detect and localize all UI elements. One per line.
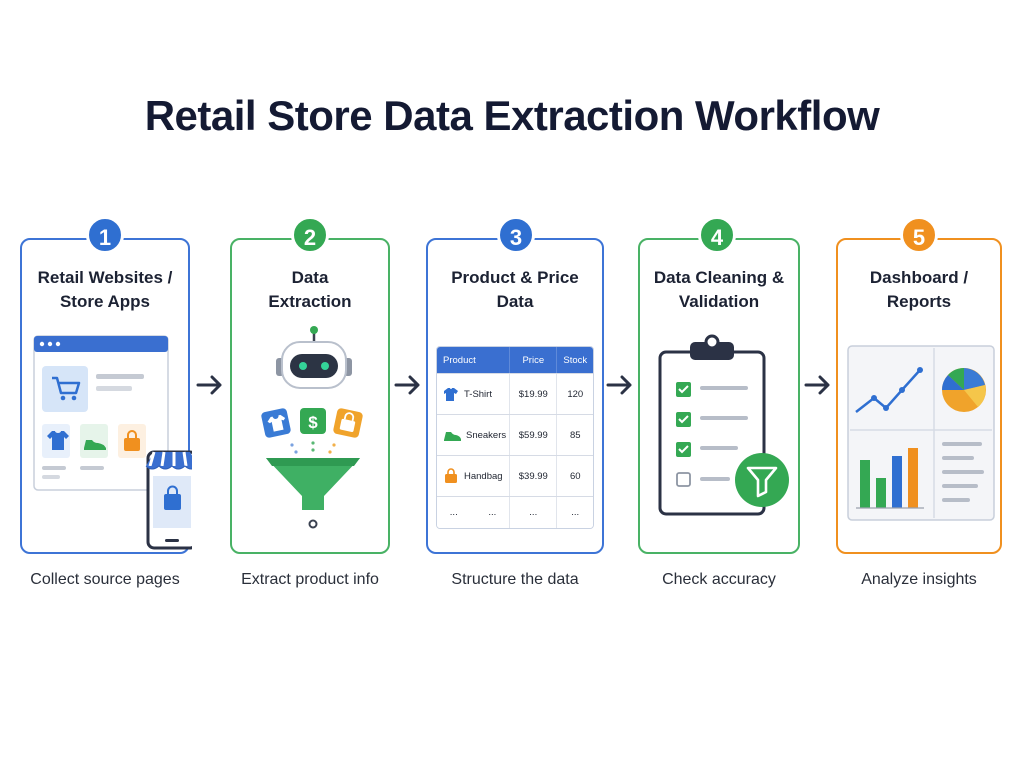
- table-row: T-Shirt $19.99 120: [437, 373, 593, 414]
- arrow-right-icon: [196, 375, 222, 395]
- sneaker-icon: [444, 432, 461, 441]
- product-table: Product Price Stock T-Shirt $19.99 120 S…: [436, 346, 594, 529]
- step-title-1: Retail Websites / Store Apps: [37, 268, 173, 311]
- step-caption-5: Analyze insights: [861, 571, 977, 588]
- dashboard-charts-icon: [847, 345, 995, 521]
- product-stock: 120: [567, 388, 584, 400]
- column-header-product: Product: [437, 347, 511, 373]
- product-name: Handbag: [464, 470, 503, 482]
- step-title-2: Data Extraction: [268, 268, 352, 311]
- table-row: Sneakers $59.99 85: [437, 414, 593, 455]
- step-title-3: Product & Price Data: [451, 268, 579, 311]
- table-row-ellipsis: ... ... ... ...: [437, 496, 593, 528]
- step-caption-1: Collect source pages: [30, 571, 180, 588]
- step-card-4: Data Cleaning & Validation: [638, 238, 800, 554]
- arrow-right-icon: [804, 375, 830, 395]
- step-badge-4: 4: [698, 216, 736, 254]
- arrow-right-icon: [394, 375, 420, 395]
- step-badge-5: 5: [900, 216, 938, 254]
- product-stock: 85: [569, 429, 581, 441]
- product-name: T-Shirt: [464, 388, 492, 400]
- clipboard-checklist-icon: [658, 334, 789, 516]
- product-price: $39.99: [510, 456, 558, 496]
- column-header-stock: Stock: [563, 354, 588, 366]
- arrow-right-icon: [606, 375, 632, 395]
- step-badge-1: 1: [86, 216, 124, 254]
- browser-storefront-icon: [33, 335, 192, 550]
- step-badge-2: 2: [291, 216, 329, 254]
- step-title-4: Data Cleaning & Validation: [653, 268, 785, 311]
- step-caption-2: Extract product info: [241, 571, 379, 588]
- product-stock: 60: [569, 470, 581, 482]
- product-price: $19.99: [510, 374, 558, 414]
- step-card-3: Product & Price Data Product Price Stock…: [426, 238, 604, 554]
- step-caption-3: Structure the data: [451, 571, 579, 588]
- table-row: Handbag $39.99 60: [437, 455, 593, 496]
- step-card-5: Dashboard / Reports: [836, 238, 1002, 554]
- step-card-2: Data Extraction $: [230, 238, 390, 554]
- page-title: Retail Store Data Extraction Workflow: [144, 92, 880, 139]
- robot-funnel-icon: $: [261, 326, 363, 529]
- column-header-price: Price: [510, 347, 558, 373]
- handbag-icon: [445, 468, 457, 483]
- product-price: $59.99: [510, 415, 558, 455]
- step-caption-4: Check accuracy: [662, 571, 776, 588]
- step-card-1: Retail Websites / Store Apps: [20, 238, 192, 554]
- table-header: Product Price Stock: [437, 347, 593, 373]
- product-name: Sneakers: [466, 429, 507, 441]
- step-badge-3: 3: [497, 216, 535, 254]
- svg-text:$: $: [308, 413, 318, 432]
- step-title-5: Dashboard / Reports: [869, 268, 969, 311]
- tshirt-icon: [444, 388, 458, 401]
